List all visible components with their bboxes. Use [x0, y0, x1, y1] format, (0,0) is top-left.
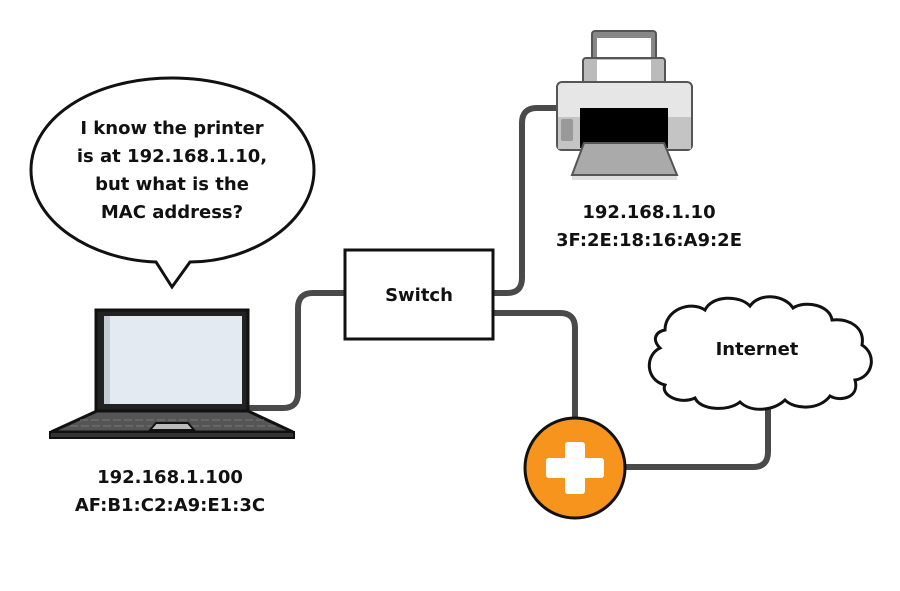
internet-cloud: Internet [647, 295, 873, 411]
cable-laptop-switch [247, 290, 347, 411]
switch: Switch [343, 248, 495, 341]
cable-switch-router [491, 310, 578, 423]
cable-switch-printer [491, 105, 561, 296]
switch-label: Switch [385, 285, 453, 306]
cable-router-internet [622, 405, 771, 470]
cables [247, 105, 771, 470]
printer-mac: 3F:2E:18:16:A9:2E [556, 230, 742, 251]
speech-bubble: I know the printer is at 192.168.1.10, b… [29, 76, 316, 290]
bubble-line-4: MAC address? [101, 202, 243, 223]
plus-icon [546, 442, 604, 494]
printer-ip: 192.168.1.10 [582, 202, 715, 223]
bubble-line-2: is at 192.168.1.10, [77, 146, 267, 167]
router [523, 416, 627, 520]
internet-label: Internet [716, 339, 799, 360]
laptop-icon [49, 308, 295, 439]
laptop-mac: AF:B1:C2:A9:E1:3C [75, 495, 265, 516]
bubble-line-1: I know the printer [80, 118, 263, 139]
laptop-ip: 192.168.1.100 [97, 467, 243, 488]
bubble-line-3: but what is the [95, 174, 249, 195]
printer-icon [556, 30, 693, 180]
